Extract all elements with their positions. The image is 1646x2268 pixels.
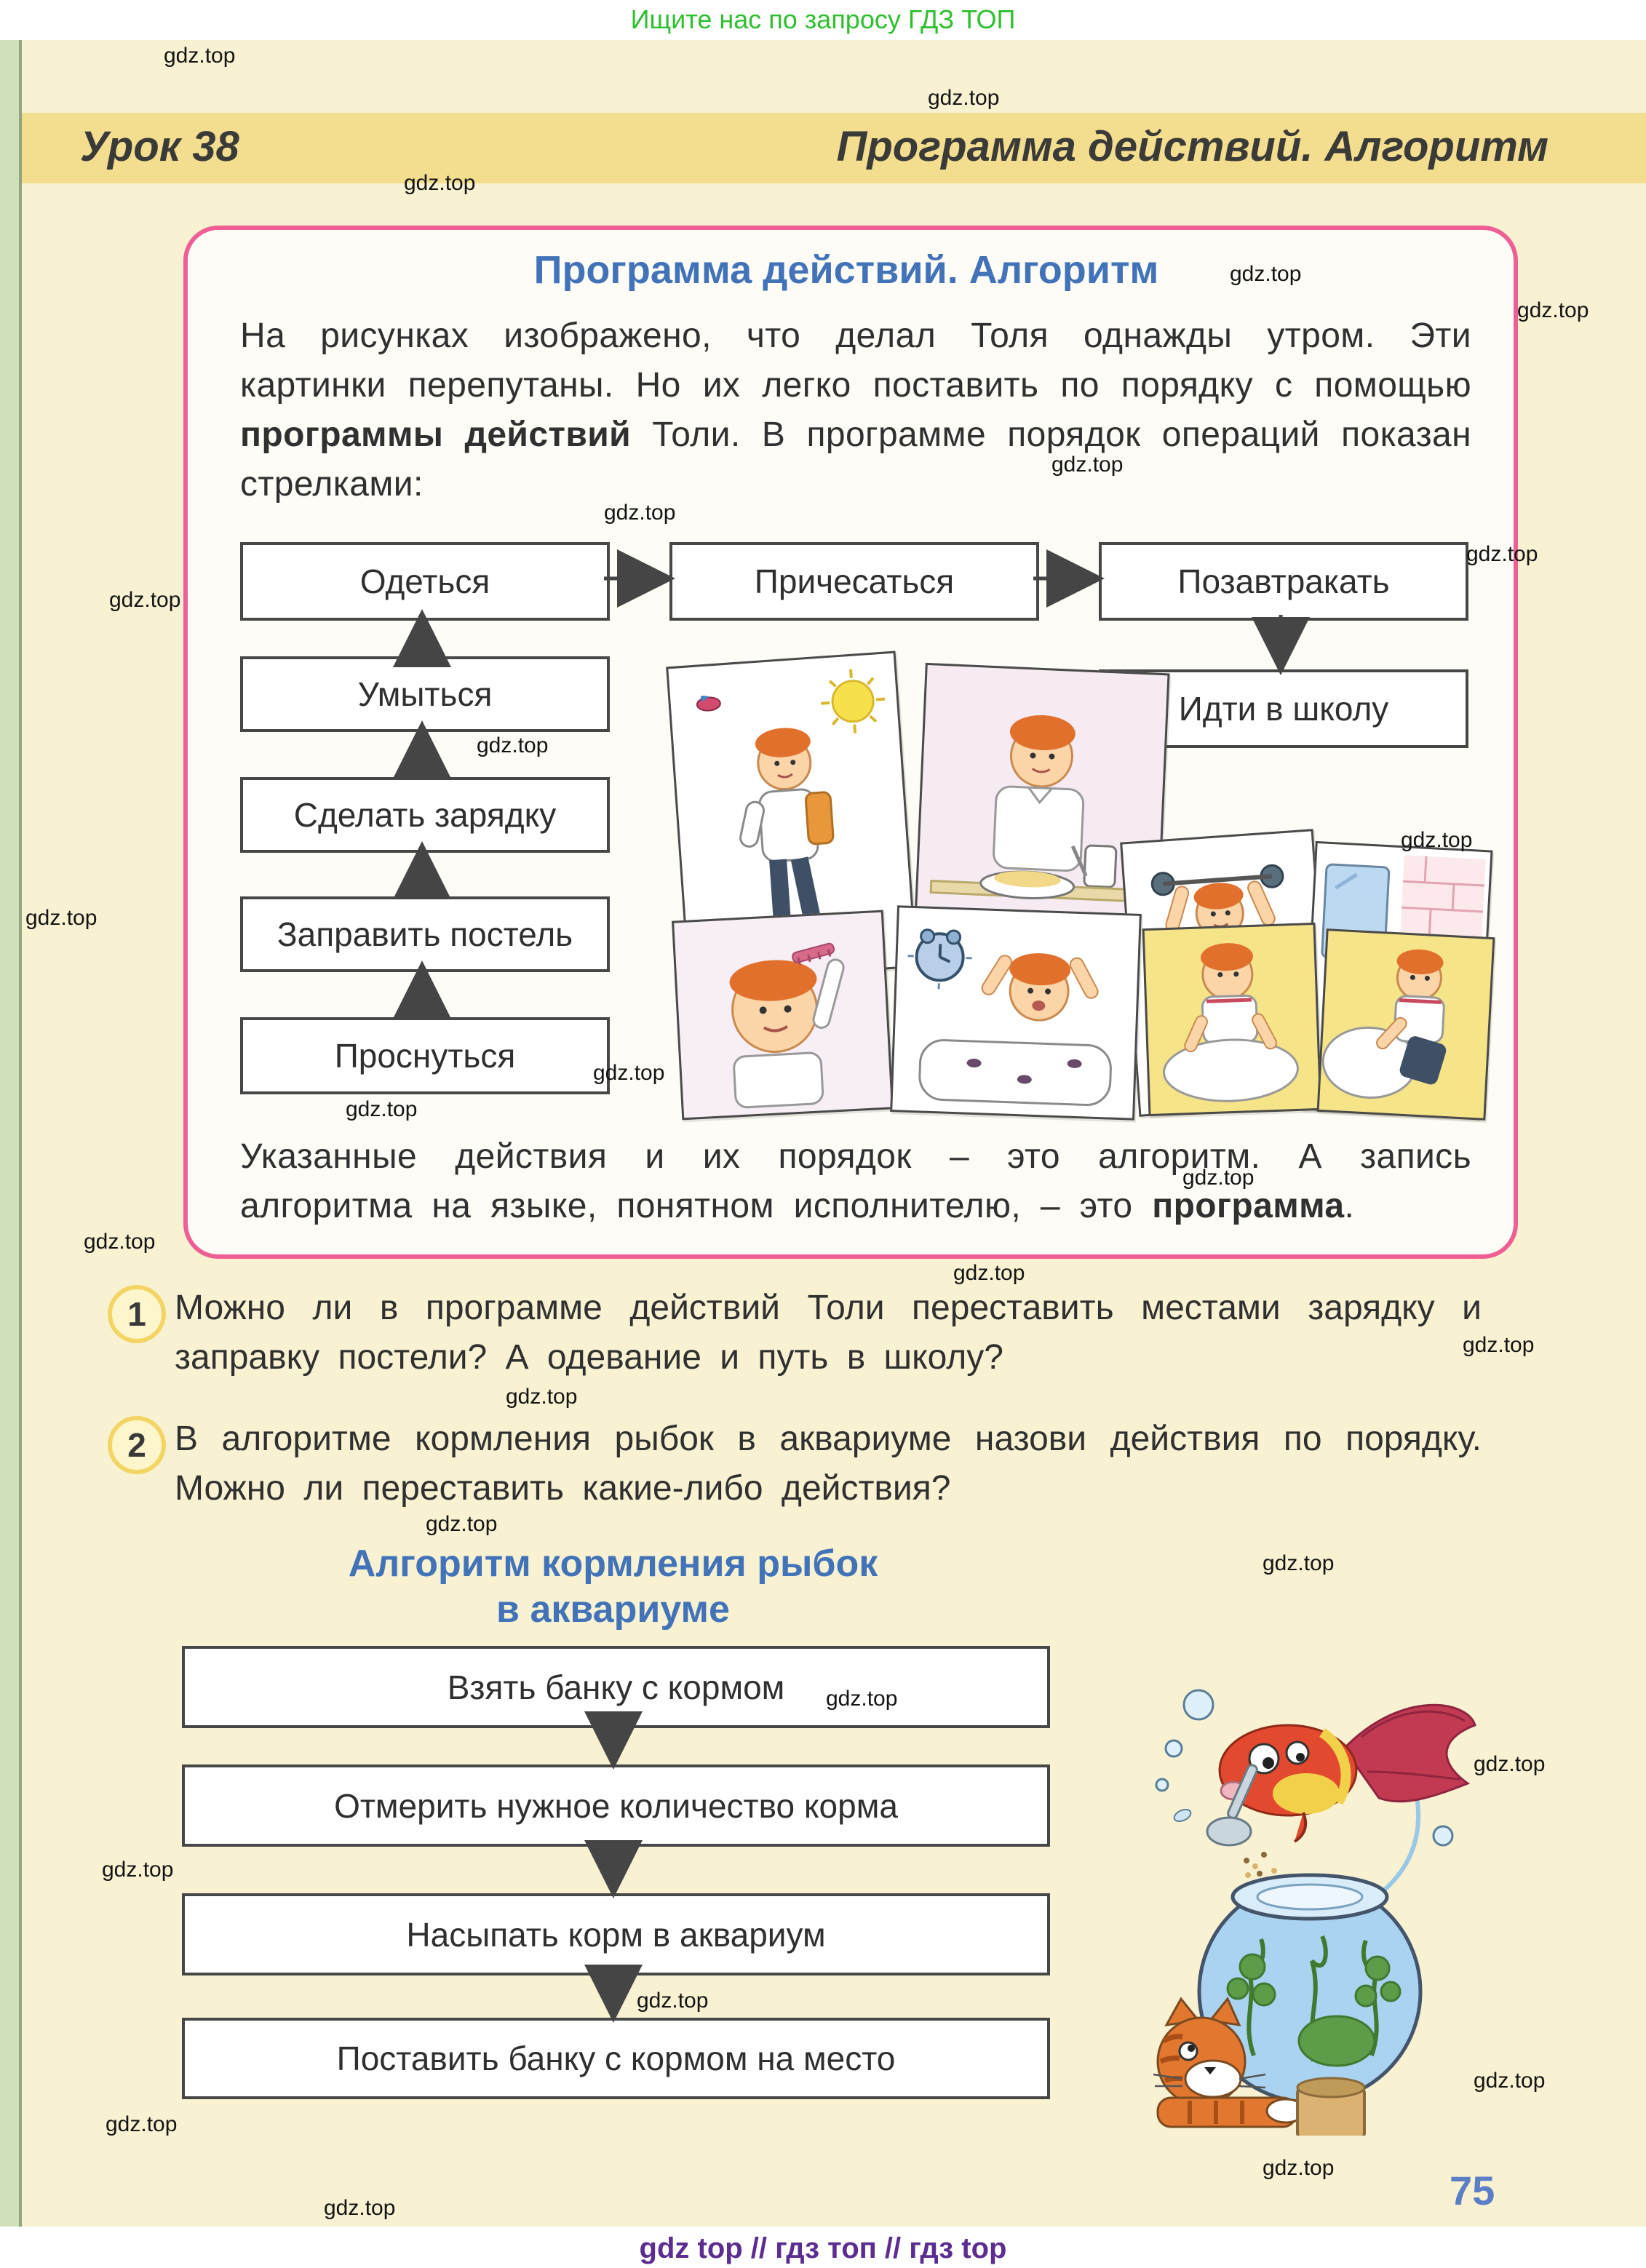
- feeding-title-line2: в аквариуме: [496, 1588, 730, 1631]
- photo-card-combing: [672, 910, 894, 1121]
- watermark: gdz.top: [346, 1097, 418, 1121]
- feeding-algorithm-title: Алгоритм кормления рыбок в аквариуме: [182, 1541, 1044, 1634]
- flow-step-breakfast: Позавтракать: [1099, 542, 1468, 621]
- flow-step-exercise: Сделать зарядку: [240, 777, 610, 853]
- conclusion-bold: программа: [1152, 1187, 1345, 1226]
- feed-step-take-jar: Взять банку с кормом: [182, 1646, 1050, 1728]
- boy-making-bed-icon: [1162, 943, 1299, 1102]
- watermark: gdz.top: [637, 1989, 709, 2013]
- question-1-text: Можно ли в программе действий Толи перес…: [175, 1289, 1482, 1377]
- watermark: gdz.top: [1051, 453, 1124, 477]
- boy-combing-icon: [729, 942, 845, 1109]
- watermark: gdz.top: [1474, 1752, 1546, 1776]
- question-1-badge: 1: [108, 1285, 166, 1343]
- intro-paragraph: На рисунках изображено, что делал Толя о…: [240, 311, 1471, 510]
- watermark: gdz.top: [324, 2196, 396, 2220]
- boy-tucking-blanket-icon: [1321, 949, 1447, 1099]
- watermark: gdz.top: [826, 1687, 898, 1711]
- watermark: gdz.top: [84, 1230, 156, 1254]
- watermark: gdz.top: [477, 733, 549, 757]
- watermark: gdz.top: [426, 1512, 498, 1536]
- intro-bold: программы действий: [240, 415, 632, 455]
- feed-step-pour-food: Насыпать корм в аквариум: [182, 1893, 1050, 1975]
- watermark: gdz.top: [164, 44, 236, 68]
- flow-step-wake-up: Проснуться: [240, 1017, 610, 1094]
- feed-step-measure-food: Отмерить нужное количество корма: [182, 1764, 1050, 1847]
- page-number: 75: [1450, 2168, 1495, 2213]
- flow-step-get-dressed: Одеться: [240, 542, 610, 621]
- boy-walking-icon: [696, 669, 886, 940]
- flow-step-comb-hair: Причесаться: [669, 542, 1039, 621]
- watermark: gdz.top: [109, 588, 181, 612]
- watermark: gdz.top: [953, 1261, 1025, 1285]
- photo-card-walking-to-school: [666, 650, 918, 984]
- watermark: gdz.top: [1263, 2156, 1335, 2180]
- lesson-header-band: [22, 113, 1646, 183]
- conclusion-part1: Указанные действия и их порядок – это ал…: [240, 1137, 1471, 1226]
- lesson-number: Урок 38: [80, 123, 239, 170]
- conclusion-paragraph: Указанные действия и их порядок – это ал…: [240, 1132, 1471, 1231]
- conclusion-part2: .: [1344, 1187, 1355, 1226]
- watermark: gdz.top: [604, 501, 676, 525]
- watermark: gdz.top: [1401, 828, 1473, 852]
- theory-box-title: Программа действий. Алгоритм: [533, 248, 1159, 292]
- flow-step-wash-up: Умыться: [240, 656, 610, 732]
- promo-banner-text: Ищите нас по запросу ГДЗ ТОП: [630, 4, 1016, 34]
- watermark: gdz.top: [1463, 1333, 1535, 1357]
- lesson-title: Программа действий. Алгоритм: [836, 123, 1548, 170]
- photo-card-waking-up: [890, 905, 1142, 1121]
- goldfish-fishbowl-cat-illustration: [1153, 1689, 1476, 2136]
- watermark: gdz.top: [1517, 298, 1589, 322]
- feeding-title-line1: Алгоритм кормления рыбок: [348, 1543, 878, 1585]
- question-2-text: В алгоритме кормления рыбок в аквариуме …: [175, 1420, 1482, 1508]
- watermark: gdz.top: [1466, 542, 1538, 566]
- watermark: gdz.top: [404, 171, 476, 195]
- promo-footer-text: gdz top // гдз топ // гдз top: [639, 2232, 1007, 2264]
- boy-waking-icon: [907, 928, 1112, 1106]
- watermark: gdz.top: [1474, 2069, 1546, 2093]
- watermark: gdz.top: [593, 1061, 665, 1085]
- watermark: gdz.top: [106, 2112, 178, 2136]
- watermark: gdz.top: [1263, 1551, 1335, 1575]
- flow-step-make-bed: Заправить постель: [240, 896, 610, 972]
- watermark: gdz.top: [506, 1385, 578, 1409]
- book-spine: [0, 40, 22, 2227]
- watermark: gdz.top: [1182, 1166, 1255, 1190]
- watermark: gdz.top: [1230, 262, 1302, 286]
- question-2-badge: 2: [108, 1416, 166, 1474]
- watermark: gdz.top: [25, 906, 98, 930]
- photo-card-making-bed-2: [1316, 928, 1495, 1121]
- intro-part2: Толи. В программе порядок операций показ…: [240, 415, 1471, 504]
- intro-part1: На рисунках изображено, что делал Толя о…: [240, 317, 1471, 405]
- feed-step-return-jar: Поставить банку с кормом на место: [182, 2018, 1050, 2099]
- watermark: gdz.top: [102, 1858, 174, 1882]
- watermark: gdz.top: [928, 86, 1000, 110]
- photo-card-making-bed-1: [1142, 922, 1322, 1117]
